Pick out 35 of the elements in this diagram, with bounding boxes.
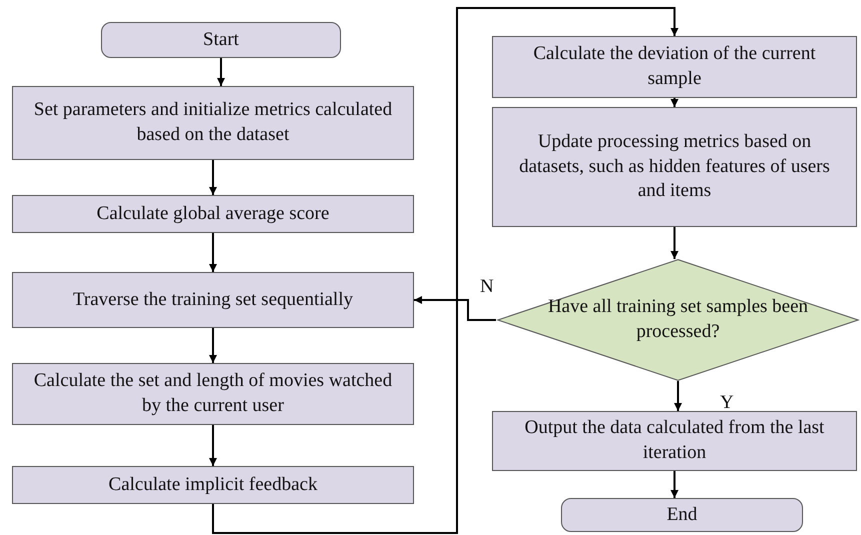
process-box	[492, 411, 857, 471]
process-box	[12, 195, 414, 233]
process-box	[12, 466, 414, 504]
terminal-box	[101, 22, 341, 58]
node-text: Calculate the deviation of the current sample	[532, 42, 817, 91]
arrow	[674, 381, 682, 411]
node-text: Traverse the training set sequentially	[72, 288, 353, 312]
arrow	[209, 160, 217, 195]
node-text: End	[666, 502, 698, 527]
process-box	[12, 86, 414, 160]
arrow	[209, 425, 217, 466]
arrow	[217, 58, 225, 86]
edge-label: Y	[720, 393, 734, 412]
arrow	[209, 233, 217, 272]
decision-diamond	[496, 259, 860, 381]
node-text: Update processing metrics based on datasets, such as hidden features of users and items	[518, 130, 831, 204]
node-text: Start	[203, 28, 239, 52]
process-box	[492, 107, 857, 227]
node-text: Set parameters and initialize metrics calculated based on the dataset	[32, 98, 394, 147]
process-box	[12, 272, 414, 328]
arrow	[212, 7, 678, 534]
process-box	[12, 363, 414, 425]
terminal-box	[561, 498, 803, 532]
node-text: Calculate global average score	[96, 202, 330, 226]
node-text: Have all training set samples been processed?	[546, 295, 810, 344]
edge-label: N	[480, 277, 494, 296]
arrow	[670, 227, 678, 259]
arrow	[670, 98, 678, 107]
node-text: Calculate the set and length of movies watched by the current user	[32, 369, 394, 418]
arrow	[414, 296, 496, 321]
arrow	[670, 471, 678, 498]
process-box	[492, 36, 857, 98]
node-text: Calculate implicit feedback	[108, 472, 318, 497]
node-text: Output the data calculated from the last iteration	[524, 416, 826, 465]
arrow	[209, 328, 217, 363]
